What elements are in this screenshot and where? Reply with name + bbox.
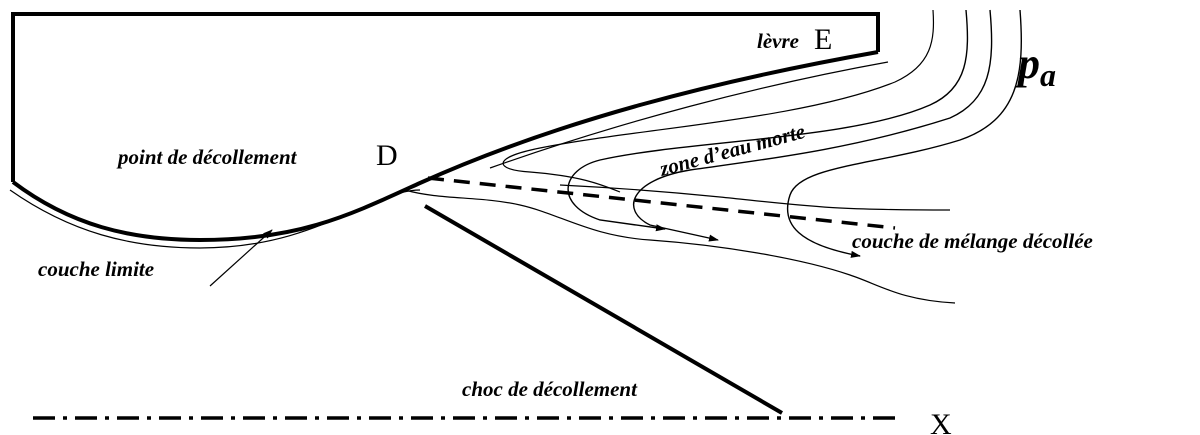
label-point-decollement: point de décollement (116, 145, 298, 169)
nozzle-outer-wall (11, 12, 880, 182)
nozzle-inner-wall (11, 50, 879, 243)
mixing-layer-upper-boundary (559, 184, 951, 211)
label-levre: lèvre (757, 29, 799, 53)
dead-water-streamline-1 (567, 9, 969, 232)
label-choc-decollement: choc de décollement (462, 377, 638, 401)
boundary-layer-arrow (209, 229, 273, 287)
boundary-layer-line (9, 189, 421, 249)
dead-water-streamline-3 (786, 9, 1022, 258)
label-E: E (814, 23, 832, 56)
wall-jet-thin-line (489, 61, 889, 169)
mixing-layer-lower-boundary (404, 189, 956, 304)
label-X: X (930, 408, 952, 435)
label-zone-eau-morte: zone d’eau morte (656, 119, 807, 181)
label-pa: pa (1014, 39, 1056, 93)
separation-shock (423, 204, 784, 415)
label-couche-melange: couche de mélange décollée (852, 229, 1093, 253)
dead-water-streamline-inner (502, 9, 935, 193)
separated-shear-layer (427, 176, 896, 230)
label-D: D (376, 139, 398, 172)
dead-water-streamline-2 (633, 9, 993, 242)
label-couche-limite: couche limite (38, 257, 154, 281)
